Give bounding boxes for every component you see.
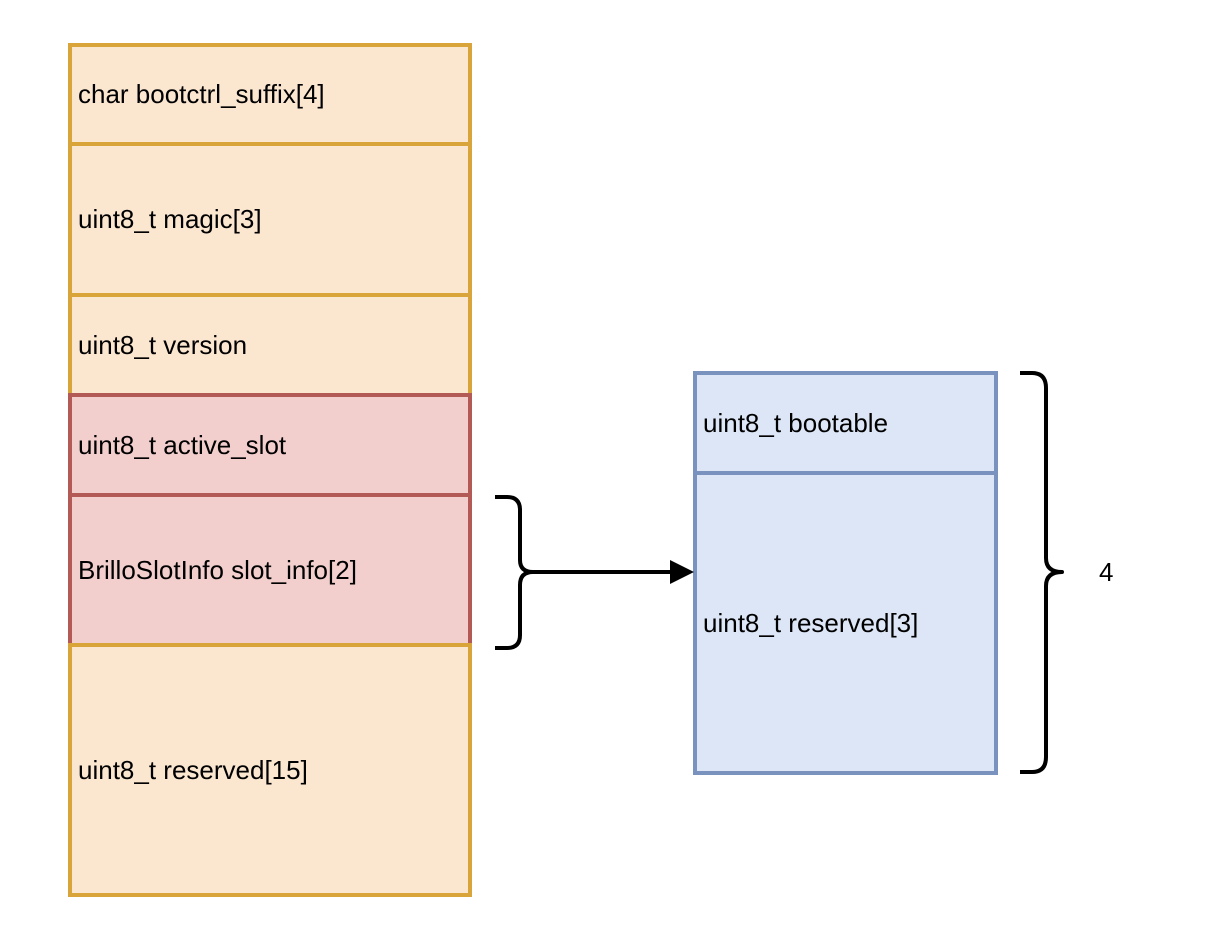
slot-field-bootable: uint8_t bootable	[693, 371, 998, 475]
field-label: uint8_t reserved[3]	[703, 607, 919, 638]
field-label: uint8_t reserved[15]	[78, 754, 308, 785]
field-label: char bootctrl_suffix[4]	[78, 79, 325, 109]
expand-arrow-head	[670, 560, 694, 584]
field-version: uint8_t version	[68, 293, 472, 397]
field-label: uint8_t magic[3]	[78, 204, 262, 234]
size-label: 4	[1099, 557, 1114, 587]
field-label: uint8_t active_slot	[78, 429, 287, 460]
slot-field-reserved: uint8_t reserved[3]	[693, 471, 998, 775]
field-bootctrl-suffix: char bootctrl_suffix[4]	[68, 43, 472, 146]
field-label: uint8_t bootable	[703, 407, 889, 438]
slot-info-brace	[495, 495, 535, 650]
field-reserved: uint8_t reserved[15]	[68, 643, 472, 897]
field-active-slot: uint8_t active_slot	[68, 393, 472, 497]
field-label: uint8_t version	[78, 329, 248, 360]
field-label: BrilloSlotInfo slot_info[2]	[78, 554, 357, 585]
field-slot-info: BrilloSlotInfo slot_info[2]	[68, 493, 472, 647]
size-brace	[1020, 371, 1064, 774]
